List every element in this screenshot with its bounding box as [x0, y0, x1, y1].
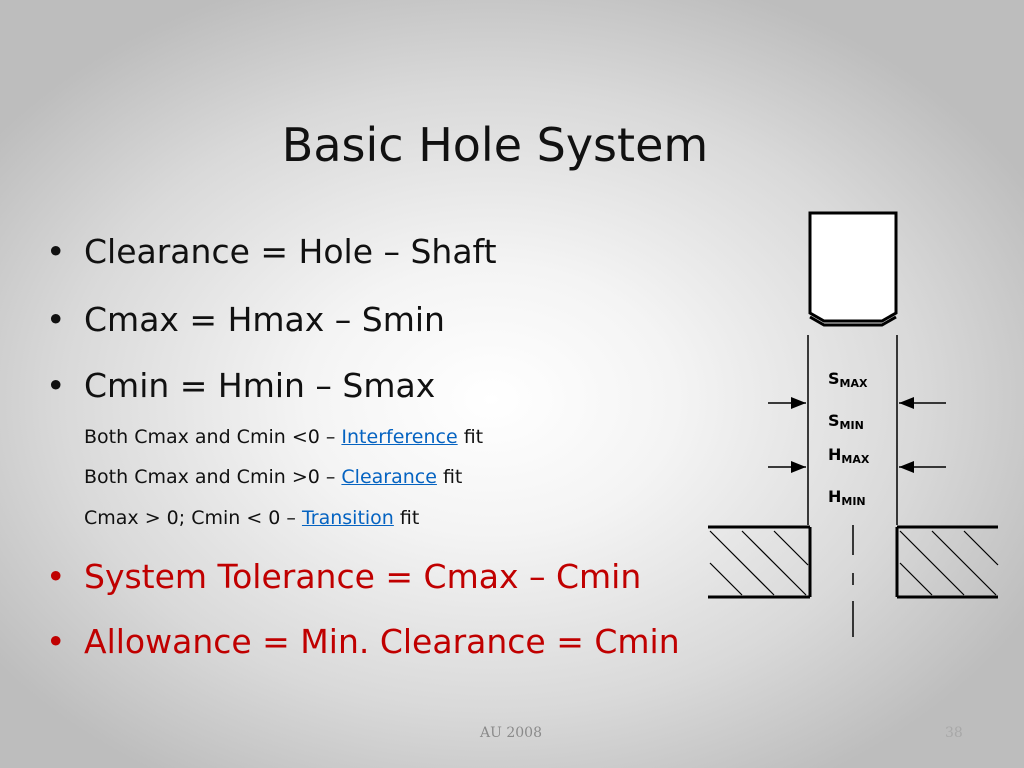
transition-link[interactable]: Transition	[301, 507, 394, 529]
bullet-marker: •	[46, 557, 66, 596]
sub-item-clearance: Both Cmax and Cmin >0 – Clearance fit	[84, 466, 462, 488]
bullet-text: System Tolerance = Cmax – Cmin	[84, 557, 642, 596]
bullet-text: Allowance = Min. Clearance = Cmin	[84, 622, 680, 661]
sub-item-prefix: Both Cmax and Cmin <0 –	[84, 426, 342, 448]
bullet-text: Cmax = Hmax – Smin	[84, 300, 445, 339]
sub-item-suffix: fit	[457, 426, 484, 448]
label-h-min: HMIN	[828, 487, 866, 508]
footer-date: AU 2008	[480, 725, 542, 741]
label-h-max: HMAX	[828, 445, 870, 466]
label-s-max: SMAX	[828, 369, 868, 390]
hole-block-right	[895, 525, 999, 599]
bullet-text: Cmin = Hmin – Smax	[84, 366, 436, 405]
sub-item-suffix: fit	[436, 466, 463, 488]
shaft-shape	[808, 211, 898, 327]
sub-item-interference: Both Cmax and Cmin <0 – Interference fit	[84, 426, 483, 448]
sub-item-prefix: Both Cmax and Cmin >0 –	[84, 466, 342, 488]
sub-item-suffix: fit	[393, 507, 420, 529]
bullet-marker: •	[46, 366, 66, 405]
sub-item-prefix: Cmax > 0; Cmin < 0 –	[84, 507, 302, 529]
interference-link[interactable]: Interference	[341, 426, 458, 448]
sub-item-transition: Cmax > 0; Cmin < 0 – Transition fit	[84, 507, 419, 529]
hole-shaft-diagram: SMAX SMIN HMAX HMIN	[700, 205, 1010, 649]
clearance-link[interactable]: Clearance	[341, 466, 437, 488]
bullet-marker: •	[46, 622, 66, 661]
bullet-marker: •	[46, 300, 66, 339]
bullet-text: Clearance = Hole – Shaft	[84, 232, 497, 271]
slide-number: 38	[945, 725, 963, 741]
label-s-min: SMIN	[828, 411, 864, 432]
slide-title: Basic Hole System	[281, 118, 709, 172]
bullet-marker: •	[46, 232, 66, 271]
hole-shaft-drawing	[708, 211, 999, 637]
hole-block-left	[708, 525, 812, 599]
